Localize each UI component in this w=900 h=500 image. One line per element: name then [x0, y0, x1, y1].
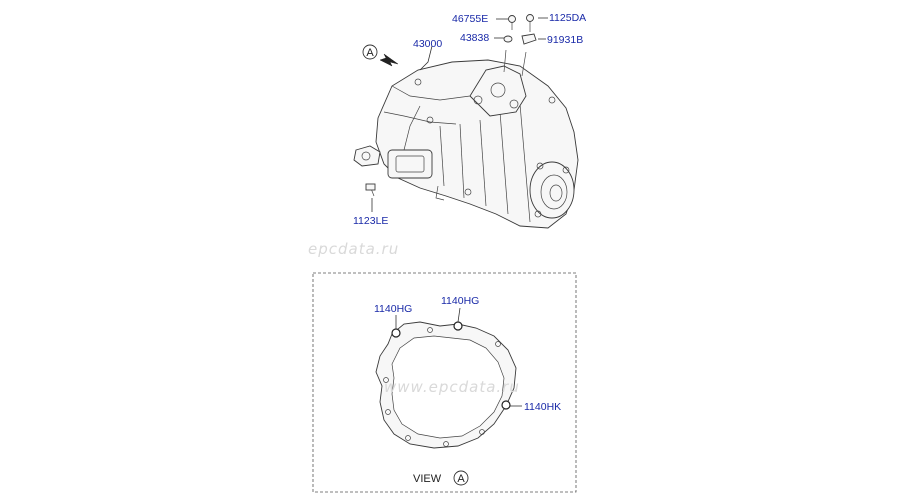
callout-91931B[interactable]: 91931B — [547, 34, 583, 46]
callout-1140HG-right[interactable]: 1140HG — [441, 295, 479, 307]
callout-1140HK[interactable]: 1140HK — [524, 401, 561, 413]
transmission-assembly — [353, 49, 579, 229]
dowel-lower — [501, 400, 511, 410]
view-word: VIEW — [413, 473, 442, 485]
callout-1123LE[interactable]: 1123LE — [353, 215, 388, 227]
view-letter: A — [457, 473, 465, 485]
view-arrow — [379, 53, 399, 67]
leader-lines-upper — [371, 17, 548, 212]
bell-housing-gasket — [375, 321, 517, 449]
watermark-top: epcdata.ru — [308, 240, 399, 258]
callout-1140HG-left[interactable]: 1140HG — [374, 303, 412, 315]
callout-1125DA[interactable]: 1125DA — [549, 12, 586, 24]
leader-lines-lower — [395, 307, 522, 407]
top-fasteners — [503, 14, 537, 45]
callout-46755E[interactable]: 46755E — [452, 13, 488, 25]
callout-43838[interactable]: 43838 — [460, 32, 489, 44]
dowel-left — [391, 328, 401, 338]
callout-43000[interactable]: 43000 — [413, 38, 442, 50]
view-direction-marker: A — [362, 44, 399, 67]
view-a-frame — [312, 272, 577, 493]
view-marker-letter: A — [366, 47, 374, 59]
view-a-caption: VIEW A — [413, 470, 469, 486]
watermark-inset: www.epcdata.ru — [384, 378, 520, 396]
dowel-right — [453, 321, 463, 331]
